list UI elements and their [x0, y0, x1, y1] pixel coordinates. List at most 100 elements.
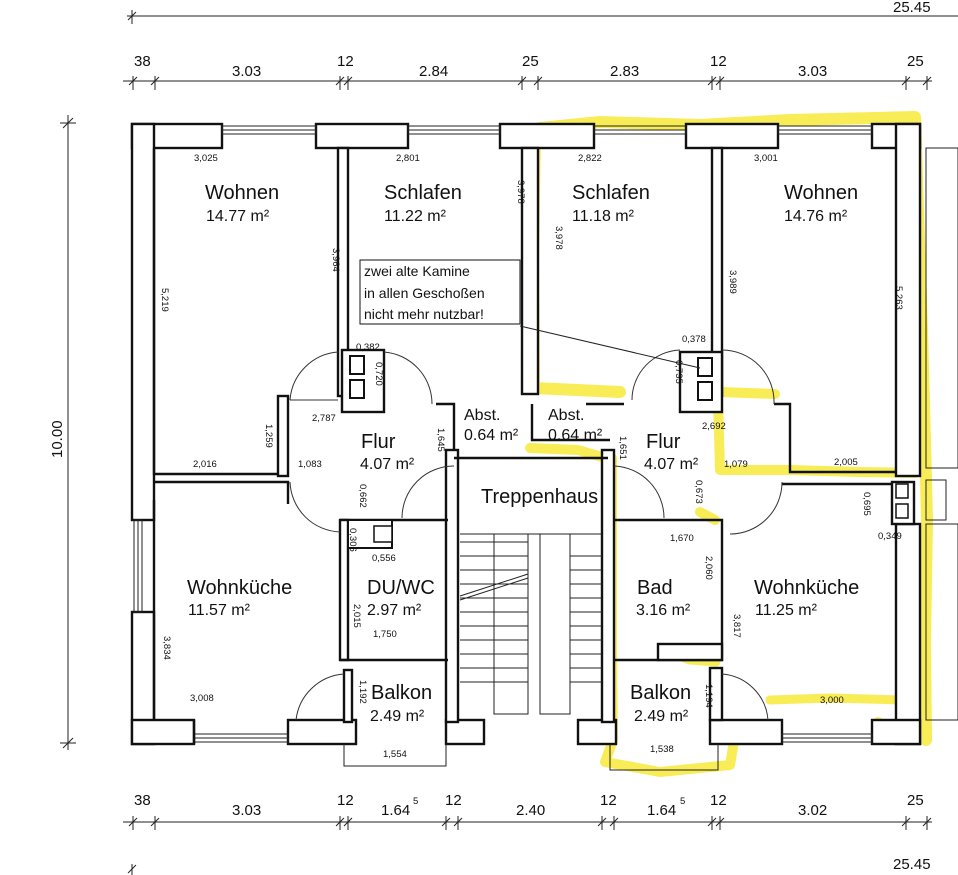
room-area-wohnen-right: 14.76 m²: [784, 208, 848, 225]
dim-label: 0,735: [673, 360, 684, 384]
room-area-schlafen-right: 11.18 m²: [572, 208, 635, 225]
dim-bottom-11: 25: [907, 792, 924, 809]
room-area-balkon-right: 2.49 m²: [634, 708, 689, 725]
overall-dimension-bottom: 25.45: [893, 856, 931, 873]
dim-label: 3,817: [731, 614, 742, 638]
overall-dimension-top: 25.45: [893, 0, 931, 16]
room-area-wohnen-left: 14.77 m²: [206, 208, 270, 225]
room-name-abst-left: Abst.: [464, 407, 500, 424]
dim-label: 2,016: [193, 459, 217, 470]
dim-label: 0,378: [682, 334, 706, 345]
room-area-wohnkueche-left: 11.57 m²: [188, 602, 251, 619]
dim-bottom-2: 3.03: [232, 802, 261, 819]
dim-label: 3,964: [330, 248, 341, 272]
dim-label: 1,651: [617, 436, 628, 460]
dim-label: 2,005: [834, 457, 858, 468]
dim-top-5: 25: [522, 53, 539, 70]
dim-top-7: 12: [710, 53, 727, 70]
left-height-dimension: 10.00: [49, 115, 76, 750]
dim-bottom-8-superscript: 5: [680, 796, 685, 807]
room-name-wohnen-right: Wohnen: [784, 182, 858, 204]
dim-bottom-4-superscript: 5: [413, 796, 418, 807]
room-labels: Wohnen 14.77 m² Schlafen 11.22 m² Schlaf…: [187, 182, 859, 725]
dim-label: 0,306: [347, 528, 358, 552]
inner-walls: [152, 146, 916, 771]
height-dimension-label: 10.00: [49, 420, 66, 458]
dim-label: 0,349: [878, 531, 902, 542]
dim-bottom-10: 3.02: [798, 802, 827, 819]
dim-bottom-4: 1.64: [381, 802, 410, 819]
dim-label: 3,834: [161, 636, 172, 660]
dim-top-2: 3.03: [232, 63, 261, 80]
dim-bottom-8: 1.64: [647, 802, 676, 819]
dim-label: 1,192: [357, 680, 368, 704]
dim-label: 2,822: [578, 153, 602, 164]
dim-label: 3,989: [727, 270, 738, 294]
room-area-abst-right: 0.64 m²: [548, 427, 603, 444]
dim-bottom-6: 2.40: [516, 802, 545, 819]
room-area-wohnkueche-right: 11.25 m²: [755, 602, 818, 619]
room-name-duwc: DU/WC: [367, 577, 435, 599]
bottom-overall-dimension: 25.45: [127, 856, 931, 875]
room-name-bad: Bad: [637, 577, 673, 599]
room-name-schlafen-right: Schlafen: [572, 182, 650, 204]
top-overall-dimension: 25.45: [127, 0, 958, 24]
note-line-3: nicht mehr nutzbar!: [364, 306, 484, 322]
dim-label: 5,219: [159, 288, 170, 312]
dim-label: 1,079: [724, 459, 748, 470]
room-area-duwc: 2.97 m²: [367, 602, 422, 619]
room-area-flur-right: 4.07 m²: [644, 456, 699, 473]
dim-label: 1,259: [263, 424, 274, 448]
dim-label: 3,978: [553, 226, 564, 250]
dim-label: 1,538: [650, 744, 674, 755]
dim-label: 1,670: [670, 533, 694, 544]
room-name-schlafen-left: Schlafen: [384, 182, 462, 204]
room-name-wohnen-left: Wohnen: [205, 182, 279, 204]
room-area-flur-left: 4.07 m²: [360, 456, 415, 473]
bottom-dimension-chain: 38 3.03 12 1.64 5 12 2.40 12 1.64 5 12 3…: [123, 792, 932, 830]
room-area-bad: 3.16 m²: [636, 602, 691, 619]
room-name-balkon-left: Balkon: [371, 682, 432, 704]
dim-bottom-7: 12: [600, 792, 617, 809]
dim-label: 3,001: [754, 153, 778, 164]
dim-label: 1,083: [298, 459, 322, 470]
dim-label: 0,720: [373, 362, 384, 386]
outer-walls: [130, 122, 922, 746]
note-line-2: in allen Geschoßen: [364, 285, 485, 301]
doors: [289, 349, 783, 721]
room-name-flur-right: Flur: [646, 431, 681, 453]
dim-label: 5,263: [893, 286, 904, 310]
dim-bottom-3: 12: [337, 792, 354, 809]
dim-label: 2,060: [703, 556, 714, 580]
top-dimension-chain: 38 3.03 12 2.84 25 2.83 12 3.03 25: [123, 53, 932, 90]
dim-top-8: 3.03: [798, 63, 827, 80]
staircase: [459, 533, 602, 715]
dim-label: 3,008: [190, 693, 214, 704]
room-name-flur-left: Flur: [361, 431, 396, 453]
dim-label: 1,645: [435, 428, 446, 452]
dim-label: 3,978: [515, 180, 526, 204]
room-area-balkon-left: 2.49 m²: [370, 708, 425, 725]
dim-label: 0,673: [693, 480, 704, 504]
note-line-1: zwei alte Kamine: [364, 263, 470, 279]
dim-label: 1,750: [373, 629, 397, 640]
inner-dimension-labels: 3,025 2,801 2,822 3,001 3,978 3,978 3,96…: [159, 153, 904, 760]
dim-label: 0,556: [372, 553, 396, 564]
room-name-balkon-right: Balkon: [630, 682, 691, 704]
dim-bottom-9: 12: [710, 792, 727, 809]
dim-label: 2,801: [396, 153, 420, 164]
dim-bottom-1: 38: [134, 792, 151, 809]
dim-label: 2,787: [312, 413, 336, 424]
room-name-abst-right: Abst.: [548, 407, 584, 424]
dim-label: 0,695: [861, 492, 872, 516]
dim-label: 0,662: [357, 484, 368, 508]
room-area-abst-left: 0.64 m²: [464, 427, 519, 444]
dim-label: 3,000: [820, 695, 844, 706]
windows: [133, 125, 958, 743]
dim-label: 1,194: [703, 684, 714, 708]
dim-label: 2,692: [702, 421, 726, 432]
dim-top-3: 12: [337, 53, 354, 70]
room-name-wohnkueche-right: Wohnküche: [754, 577, 859, 599]
room-name-treppenhaus: Treppenhaus: [481, 486, 598, 508]
